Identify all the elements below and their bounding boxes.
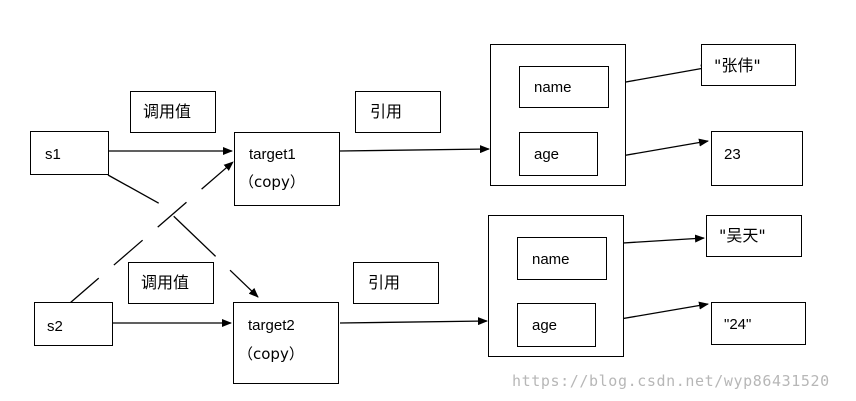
reference-label-top: 引用 xyxy=(355,91,441,133)
arrow-s2-target1-dashed xyxy=(69,161,234,304)
target1-box: target1 （copy） xyxy=(234,132,340,206)
target2-box: target2 （copy） xyxy=(233,302,339,384)
reference-label-bottom: 引用 xyxy=(353,262,439,304)
var-s2: s2 xyxy=(34,302,113,346)
object1-field-name: name xyxy=(519,66,609,108)
object2-field-age: age xyxy=(517,303,596,347)
object1-field-age: age xyxy=(519,132,598,176)
var-s1: s1 xyxy=(30,131,109,175)
object1-age-value: 23 xyxy=(711,131,803,186)
object1-name-value: "张伟" xyxy=(701,44,796,86)
arrow-target1-object1 xyxy=(339,145,490,154)
watermark-url: https://blog.csdn.net/wyp86431520 xyxy=(512,372,830,390)
arrow-target2-object2 xyxy=(339,317,488,326)
call-value-label-top: 调用值 xyxy=(130,91,216,133)
call-value-label-bottom: 调用值 xyxy=(128,262,214,304)
object2-age-value: "24" xyxy=(711,302,806,345)
arrow-s1-target2-dashed xyxy=(107,174,259,298)
object2-field-name: name xyxy=(517,237,607,280)
object2-name-value: "吴天" xyxy=(706,215,802,257)
